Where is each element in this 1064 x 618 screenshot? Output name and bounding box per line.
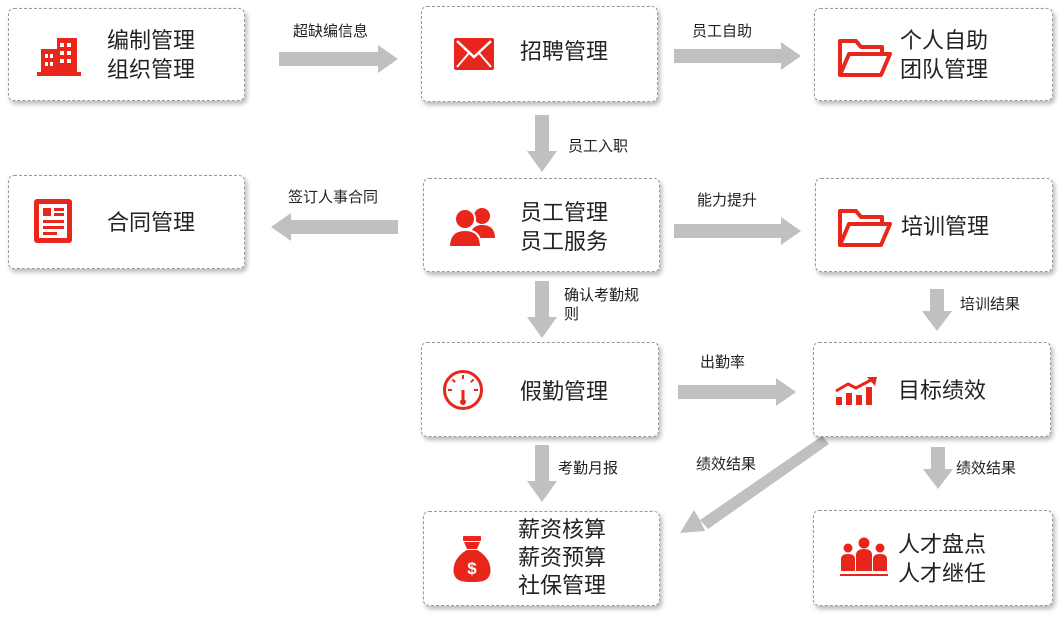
node-salary-label-1: 薪资核算: [518, 518, 607, 543]
arrow-attendance-performance: [678, 378, 796, 406]
node-salary-label-2: 薪资预算: [518, 546, 607, 571]
node-training[interactable]: 培训管理: [815, 178, 1053, 272]
arrow-training-performance: [922, 289, 952, 331]
arrow-attendance-salary: [527, 445, 557, 502]
node-talent-label-1: 人才盘点: [898, 533, 987, 558]
edge-label-monthly-report: 考勤月报: [558, 459, 619, 477]
node-staff-label-1: 员工管理: [520, 201, 609, 226]
building-icon: [37, 38, 81, 76]
node-org-label-2: 组织管理: [107, 58, 196, 83]
node-attendance-label: 假勤管理: [520, 380, 609, 405]
arrow-recruit-staff: [527, 115, 557, 172]
node-contract-label: 合同管理: [107, 211, 196, 236]
node-performance-label: 目标绩效: [898, 379, 987, 404]
edge-label-vacancy: 超缺编信息: [293, 22, 369, 40]
arrow-staff-contract: [271, 213, 398, 241]
node-recruit[interactable]: 招聘管理: [421, 6, 658, 102]
people-icon: [448, 208, 495, 247]
node-staff[interactable]: 员工管理 员工服务: [423, 178, 660, 272]
node-self-label-1: 个人自助: [900, 29, 989, 54]
edge-label-contract-sign: 签订人事合同: [288, 188, 379, 206]
edge-label-capability: 能力提升: [697, 191, 758, 209]
arrow-org-recruit: [279, 45, 398, 73]
node-org-label-1: 编制管理: [107, 29, 196, 54]
node-talent-label-2: 人才继任: [898, 562, 987, 587]
node-recruit-label: 招聘管理: [520, 40, 609, 65]
node-self-label-2: 团队管理: [900, 58, 989, 83]
node-self[interactable]: 个人自助 团队管理: [814, 8, 1053, 101]
edge-label-perf-to-talent: 绩效结果: [956, 459, 1017, 477]
folder-icon: [838, 39, 892, 77]
arrow-staff-training: [674, 217, 801, 245]
svg-text:$: $: [467, 559, 477, 578]
edge-label-attendance-rate: 出勤率: [700, 353, 746, 371]
arrow-performance-salary: [680, 436, 829, 533]
edge-label-attendance-rules-1: 确认考勤规: [564, 286, 640, 304]
document-icon: [34, 199, 72, 243]
node-contract[interactable]: 合同管理: [8, 175, 245, 269]
node-attendance[interactable]: 假勤管理: [421, 342, 659, 437]
edge-label-attendance-rules-2: 则: [564, 305, 580, 323]
edge-label-training-result: 培训结果: [960, 295, 1021, 313]
node-performance[interactable]: 目标绩效: [813, 342, 1051, 437]
node-talent[interactable]: 人才盘点 人才继任: [813, 510, 1053, 606]
node-staff-label-2: 员工服务: [520, 230, 609, 255]
gauge-icon: [443, 370, 483, 410]
money-bag-icon: $: [453, 536, 491, 582]
team-icon: [840, 537, 888, 576]
arrow-staff-attendance: [527, 281, 557, 338]
edge-label-self-service: 员工自助: [692, 22, 753, 40]
chart-icon: [835, 377, 877, 405]
node-training-label: 培训管理: [901, 215, 990, 240]
node-salary[interactable]: $ 薪资核算 薪资预算 社保管理: [423, 511, 660, 606]
arrow-recruit-self: [674, 42, 801, 70]
node-salary-label-3: 社保管理: [518, 574, 607, 599]
edge-label-perf-to-salary: 绩效结果: [696, 455, 757, 473]
envelope-icon: [454, 38, 494, 70]
arrow-performance-talent: [923, 447, 953, 489]
node-org[interactable]: 编制管理 组织管理: [8, 8, 245, 101]
folder-icon: [838, 209, 892, 247]
edge-label-onboarding: 员工入职: [568, 137, 629, 155]
